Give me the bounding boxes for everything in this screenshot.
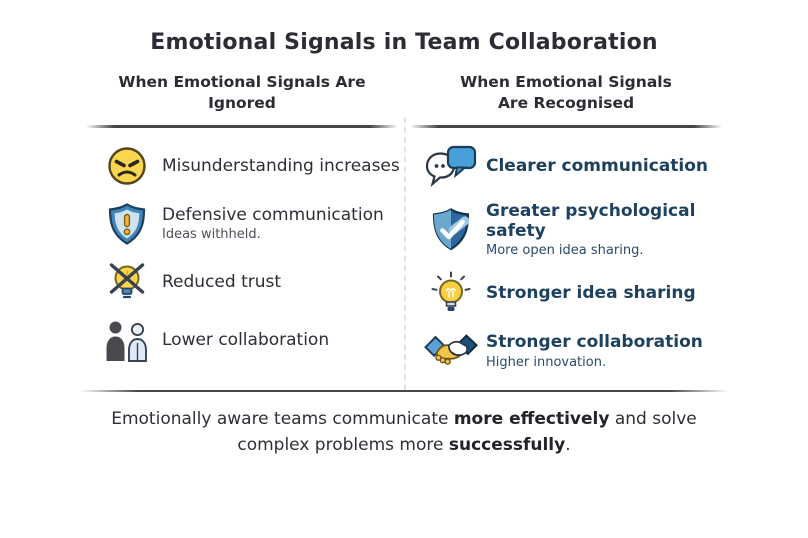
two-people-icon	[100, 317, 154, 363]
column-recognised: When Emotional Signals Are Recognised	[404, 71, 728, 386]
list-item: Clearer communication	[424, 143, 728, 190]
footer-emphasis: more effectively	[453, 409, 610, 430]
list-item: Stronger idea sharing	[424, 270, 728, 317]
header-line-2: Are Recognised	[497, 94, 635, 112]
item-label: Defensive communication	[162, 205, 384, 225]
crossed-lightbulb-icon	[100, 259, 154, 305]
item-label: Stronger idea sharing	[486, 283, 696, 304]
page-title: Emotional Signals in Team Collaboration	[150, 30, 658, 55]
item-label: Clearer communication	[486, 155, 709, 176]
item-label: Misunderstanding increases	[162, 155, 400, 176]
comparison-columns: When Emotional Signals Are Ignored	[80, 71, 728, 390]
list-item: Defensive communication Ideas withheld.	[100, 201, 404, 248]
footer-segment: Emotionally aware teams communicate	[111, 409, 454, 430]
list-item: Misunderstanding increases	[100, 143, 404, 190]
ignored-items: Misunderstanding increases	[80, 128, 404, 364]
column-divider	[404, 117, 406, 390]
column-recognised-header: When Emotional Signals Are Recognised	[404, 71, 728, 115]
header-line-1: When Emotional Signals	[460, 73, 672, 92]
recognised-items: Clearer communication Grea	[404, 128, 728, 375]
list-item: Greater psychological safety More open i…	[424, 201, 728, 259]
footer-divider	[80, 389, 728, 393]
item-label: Greater psychological safety	[486, 200, 696, 241]
footer-emphasis: successfully	[448, 434, 566, 455]
speech-bubbles-icon	[424, 144, 478, 188]
header-line-1: When Emotional Signals Are	[118, 73, 366, 92]
angry-face-icon	[100, 144, 154, 188]
column-ignored: When Emotional Signals Are Ignored	[80, 71, 404, 386]
header-line-2: Ignored	[208, 94, 276, 112]
shield-check-icon	[424, 207, 478, 253]
item-subtext: Higher innovation.	[486, 354, 607, 370]
header-underline	[86, 125, 398, 128]
item-label: Reduced trust	[162, 271, 282, 292]
header-underline	[410, 125, 722, 128]
footer-segment: .	[565, 434, 571, 455]
list-item: Lower collaboration	[100, 317, 404, 364]
item-label: Stronger collaboration	[486, 332, 703, 353]
footer-text: Emotionally aware teams communicate more…	[104, 407, 704, 458]
list-item: Stronger collaboration Higher innovation…	[424, 328, 728, 375]
glowing-lightbulb-icon	[424, 270, 478, 316]
handshake-icon	[424, 329, 478, 373]
footer-segment: and solve complex problems more	[237, 409, 697, 455]
column-ignored-header: When Emotional Signals Are Ignored	[80, 71, 404, 115]
item-label: Lower collaboration	[162, 329, 330, 350]
item-subtext: Ideas withheld.	[162, 227, 261, 243]
item-subtext: More open idea sharing.	[486, 243, 644, 259]
list-item: Reduced trust	[100, 259, 404, 306]
shield-exclamation-icon	[100, 202, 154, 246]
